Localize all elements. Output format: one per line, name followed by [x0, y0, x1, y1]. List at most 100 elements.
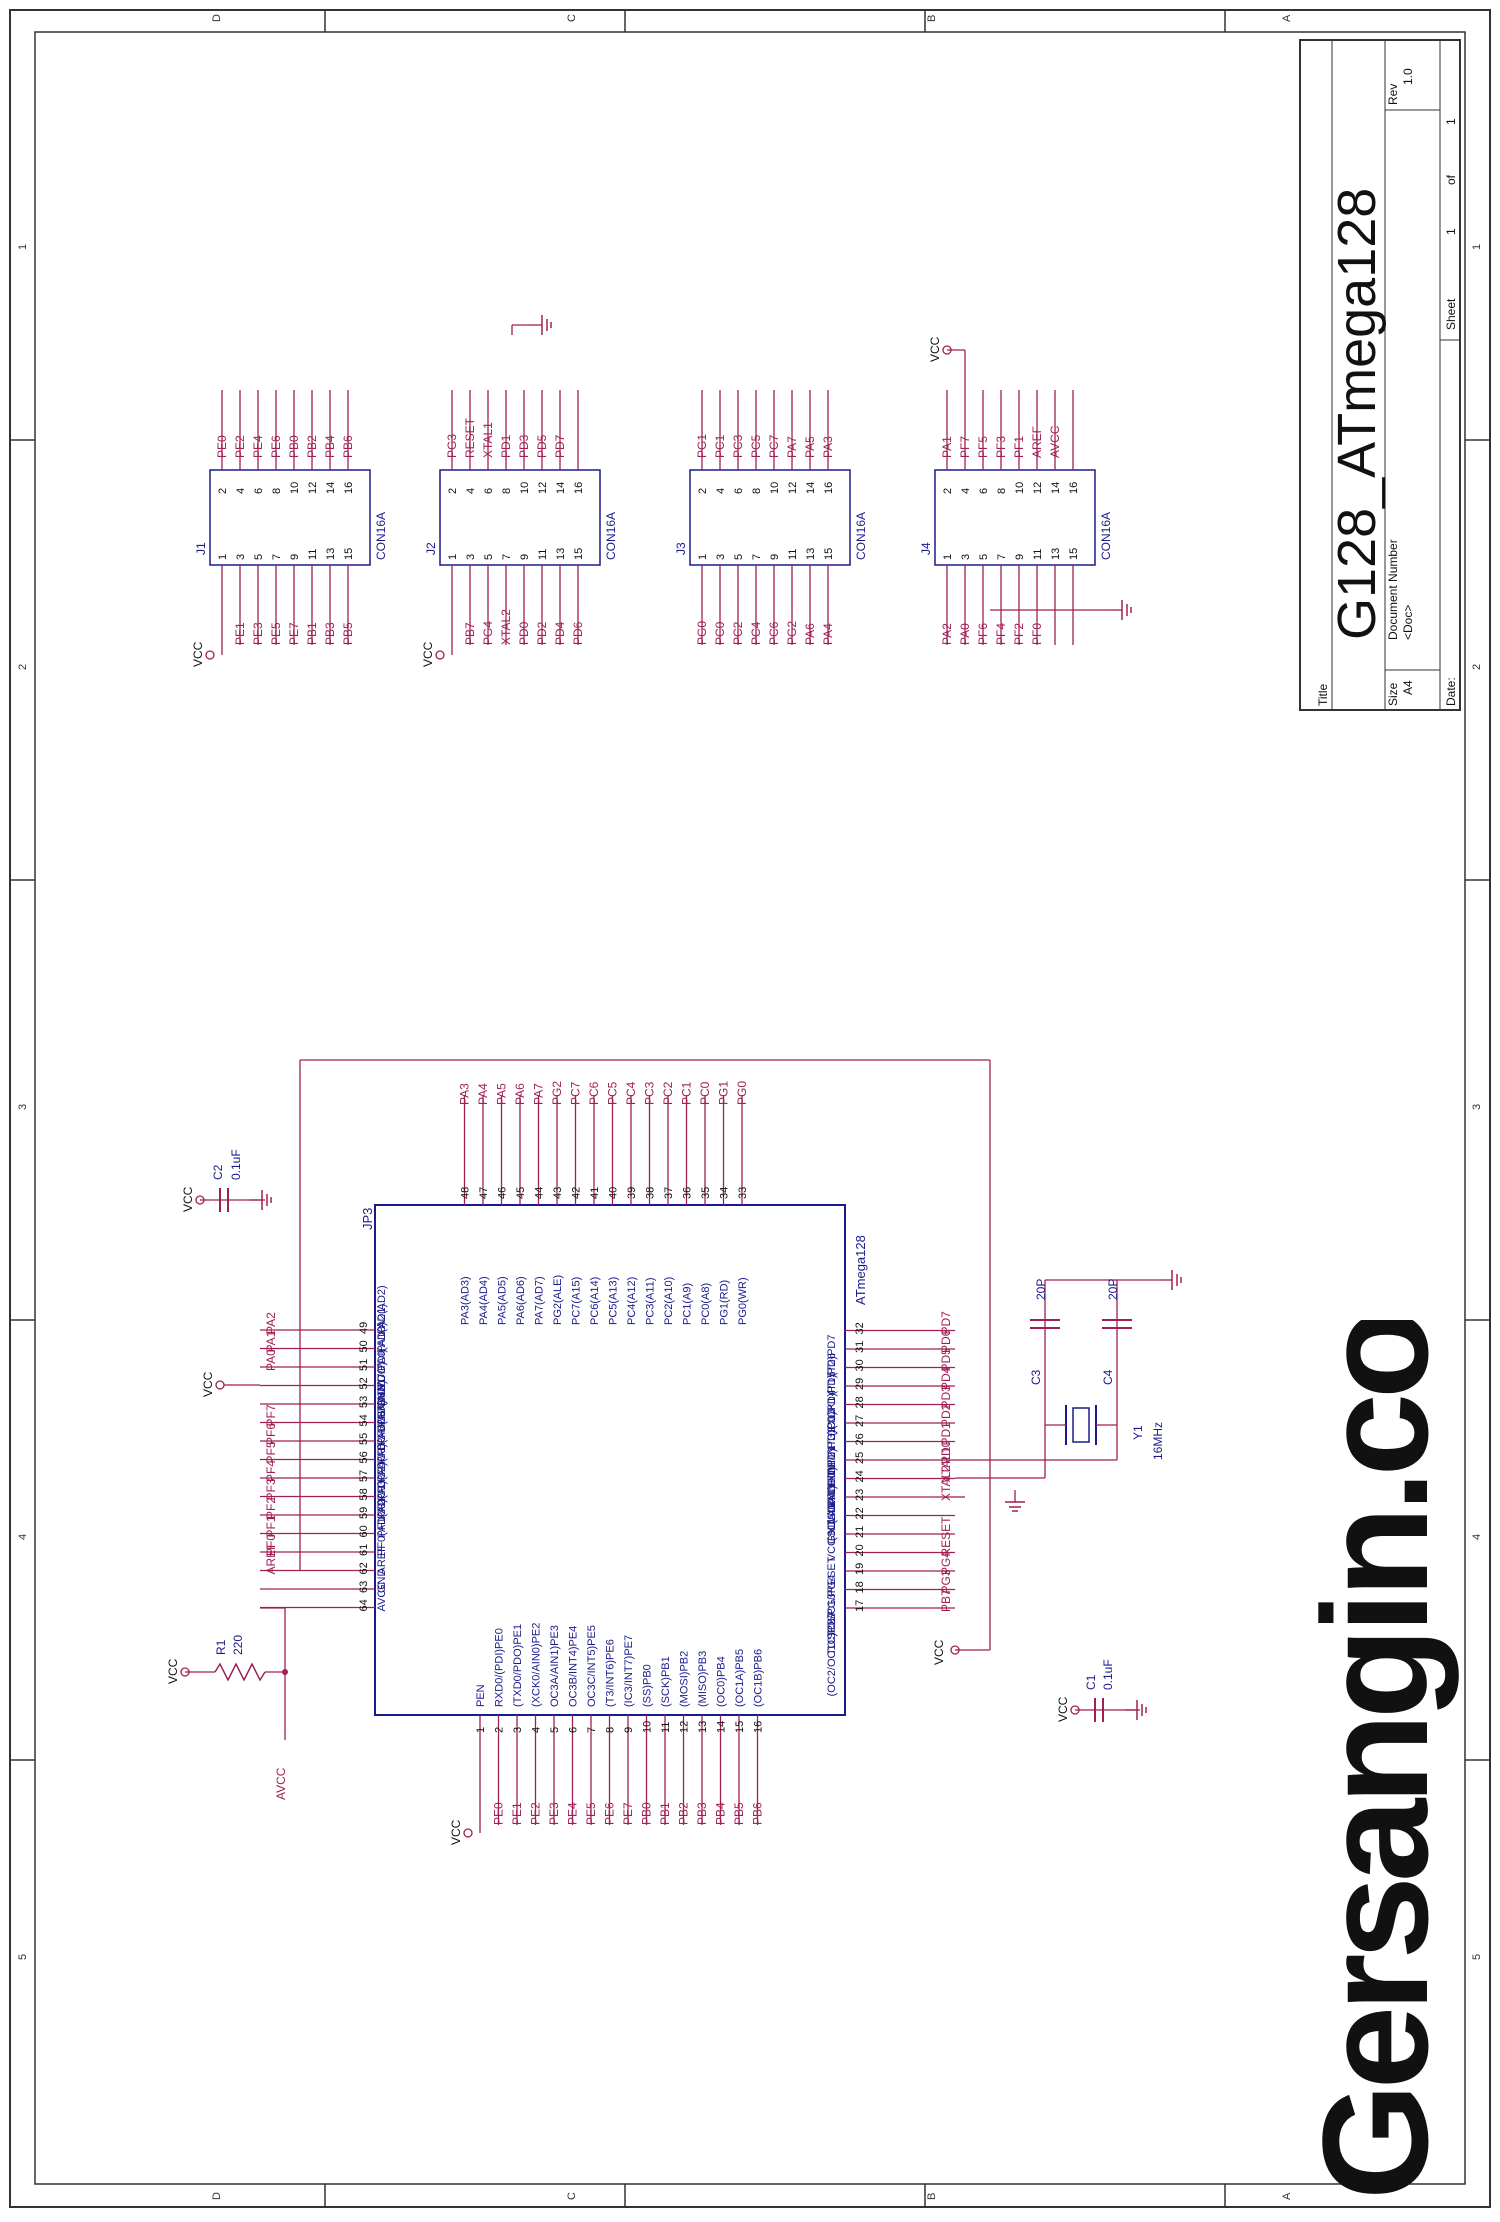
net-label: RESET — [939, 1516, 953, 1557]
net-label: PC1 — [680, 1081, 694, 1105]
pin-name: OC3A/AIN1)PE3 — [549, 1625, 561, 1707]
pin-number: 47 — [478, 1187, 490, 1199]
pin-number: 5 — [253, 554, 265, 560]
pin-number: 13 — [1050, 548, 1062, 560]
c3-ref: C3 — [1029, 1369, 1043, 1385]
net-label: PD7 — [939, 1311, 953, 1335]
pin-number: 20 — [854, 1544, 866, 1556]
net-label: PC1 — [713, 434, 727, 458]
pin-number: 43 — [552, 1187, 564, 1199]
pin-name: (T2)PD7 — [826, 1335, 838, 1377]
pin-number: 6 — [568, 1727, 580, 1733]
pin-number: 60 — [358, 1525, 370, 1537]
pin-name: VCC — [376, 1366, 388, 1389]
net-label: PC7 — [569, 1081, 583, 1105]
net-label: PA7 — [532, 1083, 546, 1105]
pin-number: 36 — [682, 1187, 694, 1199]
frame-number: 4 — [1471, 1534, 1483, 1540]
net-label: PA1 — [940, 436, 954, 458]
pin-name: (OC0)PB4 — [716, 1656, 728, 1707]
net-label: PF6 — [264, 1423, 278, 1445]
pin-name: (OC1B)PB6 — [753, 1649, 765, 1707]
frame-letter: D — [211, 2192, 223, 2200]
pin-number: 10 — [289, 482, 301, 494]
pin-name: PF3(ADC3) — [376, 1444, 388, 1501]
net-label: PF2 — [264, 1497, 278, 1519]
net-label: PB2 — [305, 435, 319, 458]
pin-name: AVCC — [376, 1582, 388, 1612]
net-label: PB1 — [305, 622, 319, 645]
net-label: PF5 — [264, 1441, 278, 1463]
pin-number: 48 — [460, 1187, 472, 1199]
net-label: PG1 — [717, 1081, 731, 1105]
pin-number: 4 — [715, 488, 727, 494]
pin-name: (MISO)PB3 — [697, 1651, 709, 1707]
net-label: PC5 — [606, 1081, 620, 1105]
pin-number: 15 — [573, 548, 585, 560]
net-label: PG1 — [695, 434, 709, 458]
pin-number: 64 — [358, 1599, 370, 1611]
net-label: PF1 — [1012, 436, 1026, 458]
pin-number: 2 — [217, 488, 229, 494]
net-label: PE4 — [566, 1802, 580, 1825]
net-label: PC6 — [587, 1081, 601, 1105]
pin-number: 13 — [697, 1721, 709, 1733]
vcc-label: VCC — [421, 641, 435, 667]
pin-name: RXD0/(PDI)PE0 — [494, 1628, 506, 1707]
size-value: A4 — [1401, 680, 1415, 695]
net-label: PA6 — [803, 623, 817, 645]
connector-body — [209, 469, 371, 566]
pin-number: 3 — [465, 554, 477, 560]
pin-name: PA3(AD3) — [460, 1276, 472, 1325]
pin-name: PEN — [475, 1684, 487, 1707]
pin-number: 7 — [751, 554, 763, 560]
pin-number: 11 — [787, 549, 799, 560]
net-label: PE0 — [492, 1802, 506, 1825]
pin-name: (SDA/INT1)PD1 — [826, 1446, 838, 1524]
net-label: PB4 — [714, 1802, 728, 1825]
pin-number: 6 — [253, 488, 265, 494]
net-label: PB7 — [463, 622, 477, 645]
vcc-label: VCC — [166, 1658, 180, 1684]
pin-name: (SCK)PB1 — [660, 1656, 672, 1707]
pin-name: PC2(A10) — [663, 1277, 675, 1325]
pin-number: 14 — [805, 482, 817, 494]
of-label: of — [1444, 174, 1458, 185]
junction — [282, 1669, 288, 1675]
pin-number: 1 — [475, 1727, 487, 1733]
frame-number: 3 — [1471, 1104, 1483, 1110]
y1-value: 16MHz — [1151, 1422, 1165, 1460]
c1-value: 0.1uF — [1101, 1659, 1115, 1690]
net-label: PC4 — [749, 621, 763, 645]
net-label: PF0 — [264, 1534, 278, 1556]
pin-name: RXD1/INT2)PD2 — [826, 1427, 838, 1508]
pin-number: 11 — [537, 549, 549, 560]
pin-number: 14 — [555, 482, 567, 494]
pin-name: (XCK0/AIN0)PE2 — [531, 1623, 543, 1707]
net-label: PD4 — [939, 1366, 953, 1390]
pin-number: 4 — [235, 488, 247, 494]
pin-number: 10 — [769, 482, 781, 494]
net-label: AREF — [264, 1542, 278, 1574]
pin-name: PC7(A15) — [571, 1277, 583, 1325]
net-label: PC6 — [767, 621, 781, 645]
pin-number: 24 — [854, 1470, 866, 1482]
net-label: PD2 — [939, 1403, 953, 1427]
r1-value: 220 — [231, 1635, 245, 1655]
size-label: Size — [1386, 682, 1400, 706]
pin-name: PC6(A14) — [589, 1277, 601, 1325]
pin-name: PF2(ADC2) — [376, 1462, 388, 1519]
net-label: PD5 — [939, 1348, 953, 1372]
pin-name: (OC1A)PB5 — [734, 1649, 746, 1707]
pin-number: 8 — [605, 1727, 617, 1733]
connector-part: CON16A — [1099, 512, 1113, 560]
net-label: PB1 — [658, 1802, 672, 1825]
sheet-number: 1 — [1444, 228, 1458, 235]
pin-name: GND — [376, 1569, 388, 1594]
pin-name: OC3B/INT4)PE4 — [568, 1626, 580, 1707]
pin-number: 2 — [494, 1727, 506, 1733]
pin-number: 28 — [854, 1396, 866, 1408]
pin-number: 39 — [626, 1187, 638, 1199]
